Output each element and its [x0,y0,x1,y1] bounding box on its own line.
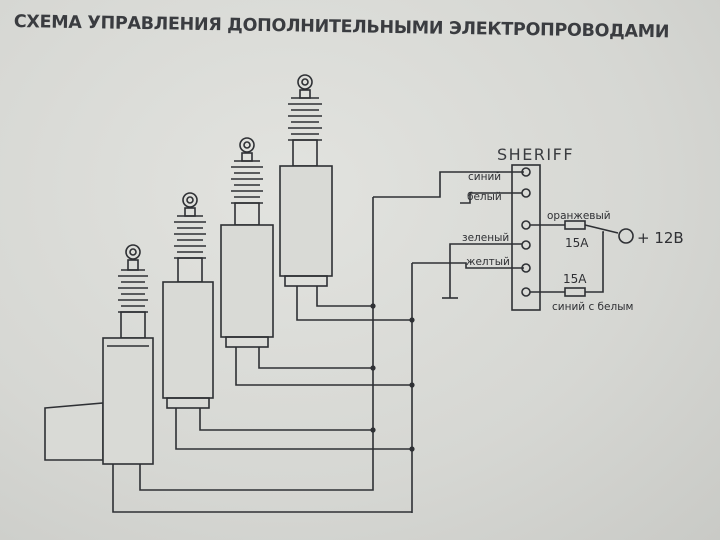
wire-label-white: белый [467,191,502,203]
wire-labels: синий белый оранжевый зеленый желтый син… [462,171,684,313]
actuator-2 [162,192,214,409]
wire-label-green: зеленый [462,232,509,244]
actuator-1 [44,244,154,465]
power-label: + 12В [637,229,684,247]
wiring-harness [112,171,524,513]
wire-label-blue: синий [468,171,501,183]
sheriff-label: SHERIFF [497,145,574,164]
fuse-label-2: 15A [563,272,587,286]
module-wiring [442,192,634,299]
actuator-3 [220,137,274,348]
fuse-label-1: 15A [565,236,589,250]
wire-label-yellow: желтый [466,256,510,268]
wire-label-orange: оранжевый [547,210,611,222]
actuator-4 [279,74,333,287]
wire-label-blue-white: синий с белым [552,301,633,313]
